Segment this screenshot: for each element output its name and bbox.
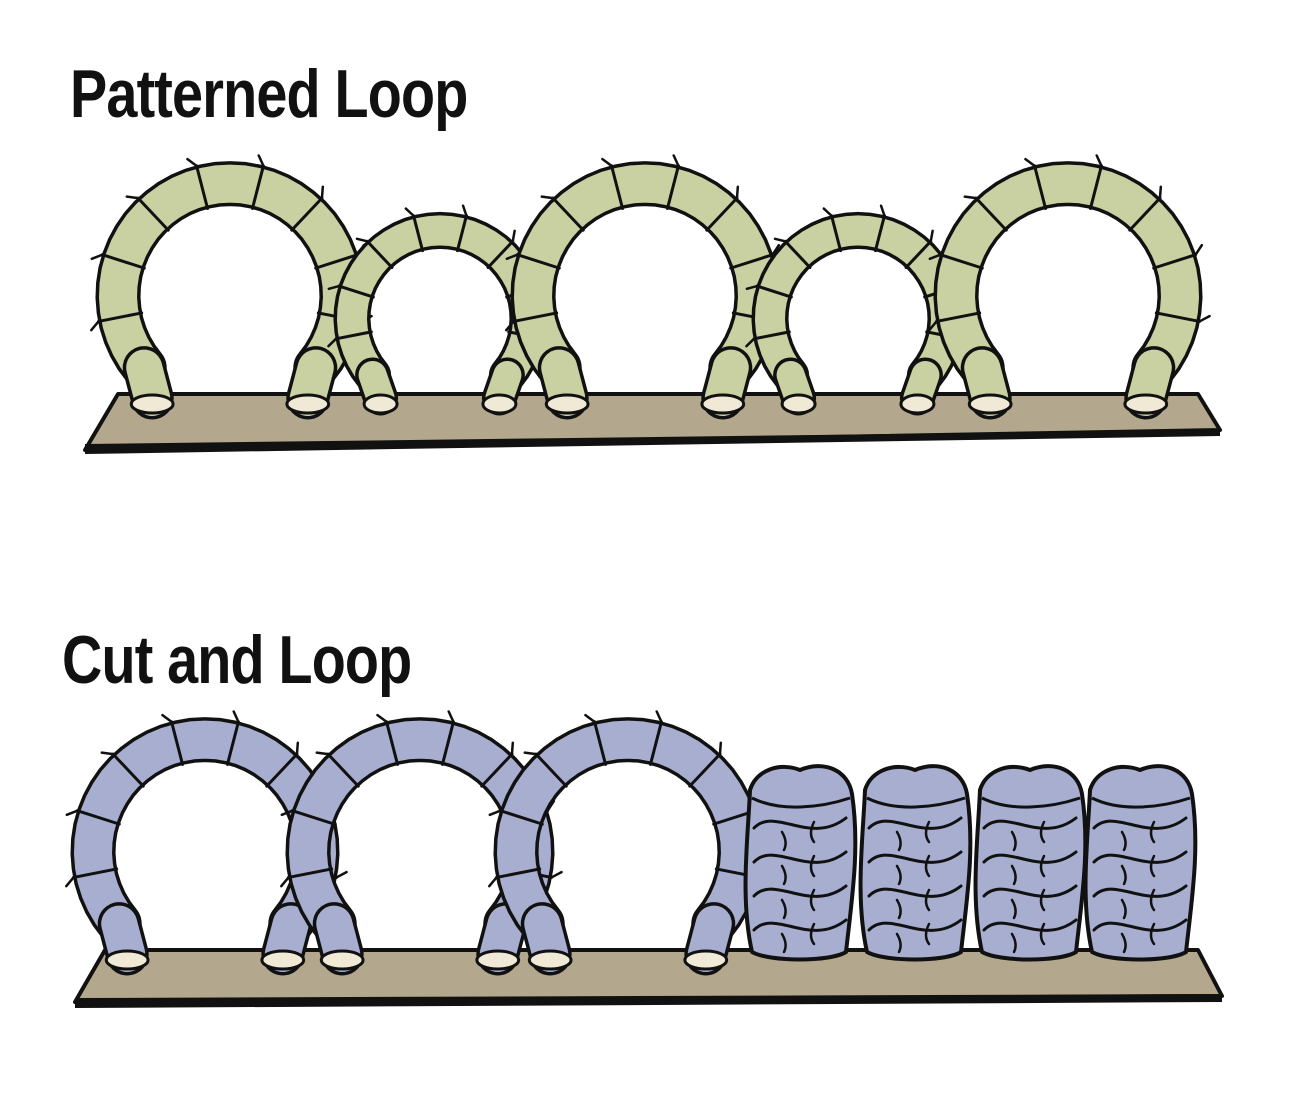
loop-tuft <box>89 154 373 420</box>
carpet-backing-edge <box>75 994 1222 1008</box>
cut-tuft <box>1083 764 1198 962</box>
cut-and-loop-illustration <box>64 710 1224 1008</box>
tufts-group <box>89 154 1211 420</box>
section-title-patterned-loop: Patterned Loop <box>70 56 468 132</box>
cut-tuft <box>973 764 1088 962</box>
loop-tuft <box>487 710 771 976</box>
cut-tuft <box>743 764 858 962</box>
tufts-group <box>64 710 1198 976</box>
cut-tuft <box>858 764 973 962</box>
loop-tuft <box>504 154 788 420</box>
patterned-loop-illustration <box>83 154 1222 454</box>
loop-tuft <box>927 154 1211 420</box>
carpet-backing-edge <box>85 430 1220 454</box>
section-title-cut-and-loop: Cut and Loop <box>62 622 412 698</box>
